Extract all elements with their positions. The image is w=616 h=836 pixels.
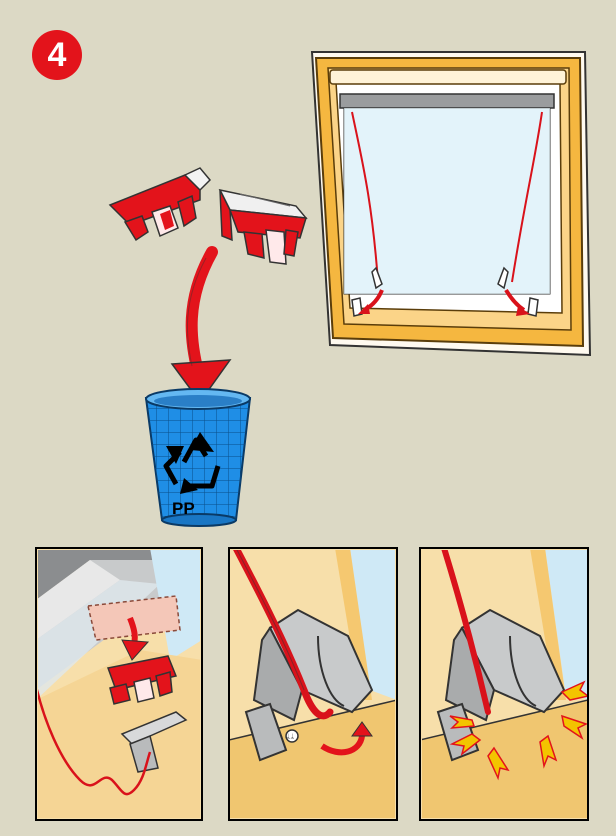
detail-panel-3 <box>420 548 588 820</box>
red-clip-left <box>110 168 210 240</box>
curved-arrow-icon <box>172 252 230 402</box>
detail-panel-2: ᛦᛦ <box>229 548 397 820</box>
red-clip-right <box>220 190 306 264</box>
clip-stamp: ᛦᛦ <box>286 733 294 741</box>
detail-panel-1 <box>36 548 202 820</box>
bin-material-label: PP <box>172 499 195 518</box>
recycling-bin: PP <box>146 389 250 526</box>
roof-window <box>312 52 590 355</box>
